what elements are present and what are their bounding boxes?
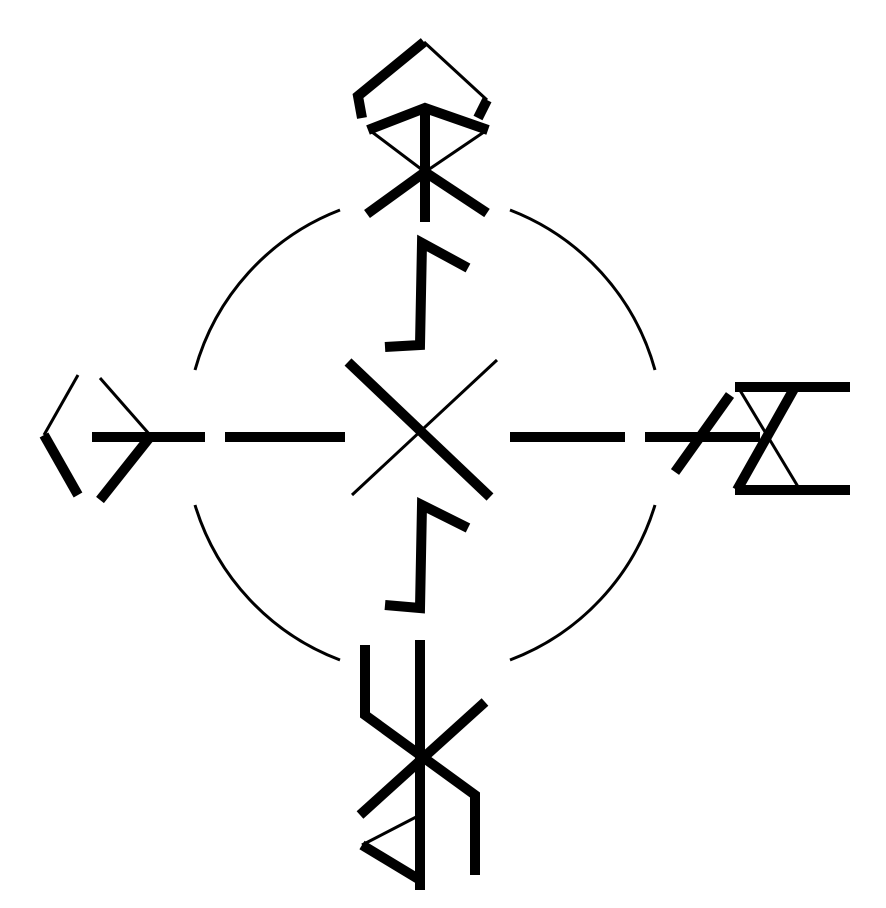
bottom-rune (356, 640, 489, 890)
lower-sowilo (384, 496, 471, 614)
circle-arcs (193, 208, 657, 662)
right-dagaz-rune (670, 382, 850, 495)
center-x-rune (344, 358, 499, 501)
upper-sowilo (384, 234, 471, 352)
left-arrow-rune (39, 374, 154, 504)
top-rune (352, 38, 492, 222)
